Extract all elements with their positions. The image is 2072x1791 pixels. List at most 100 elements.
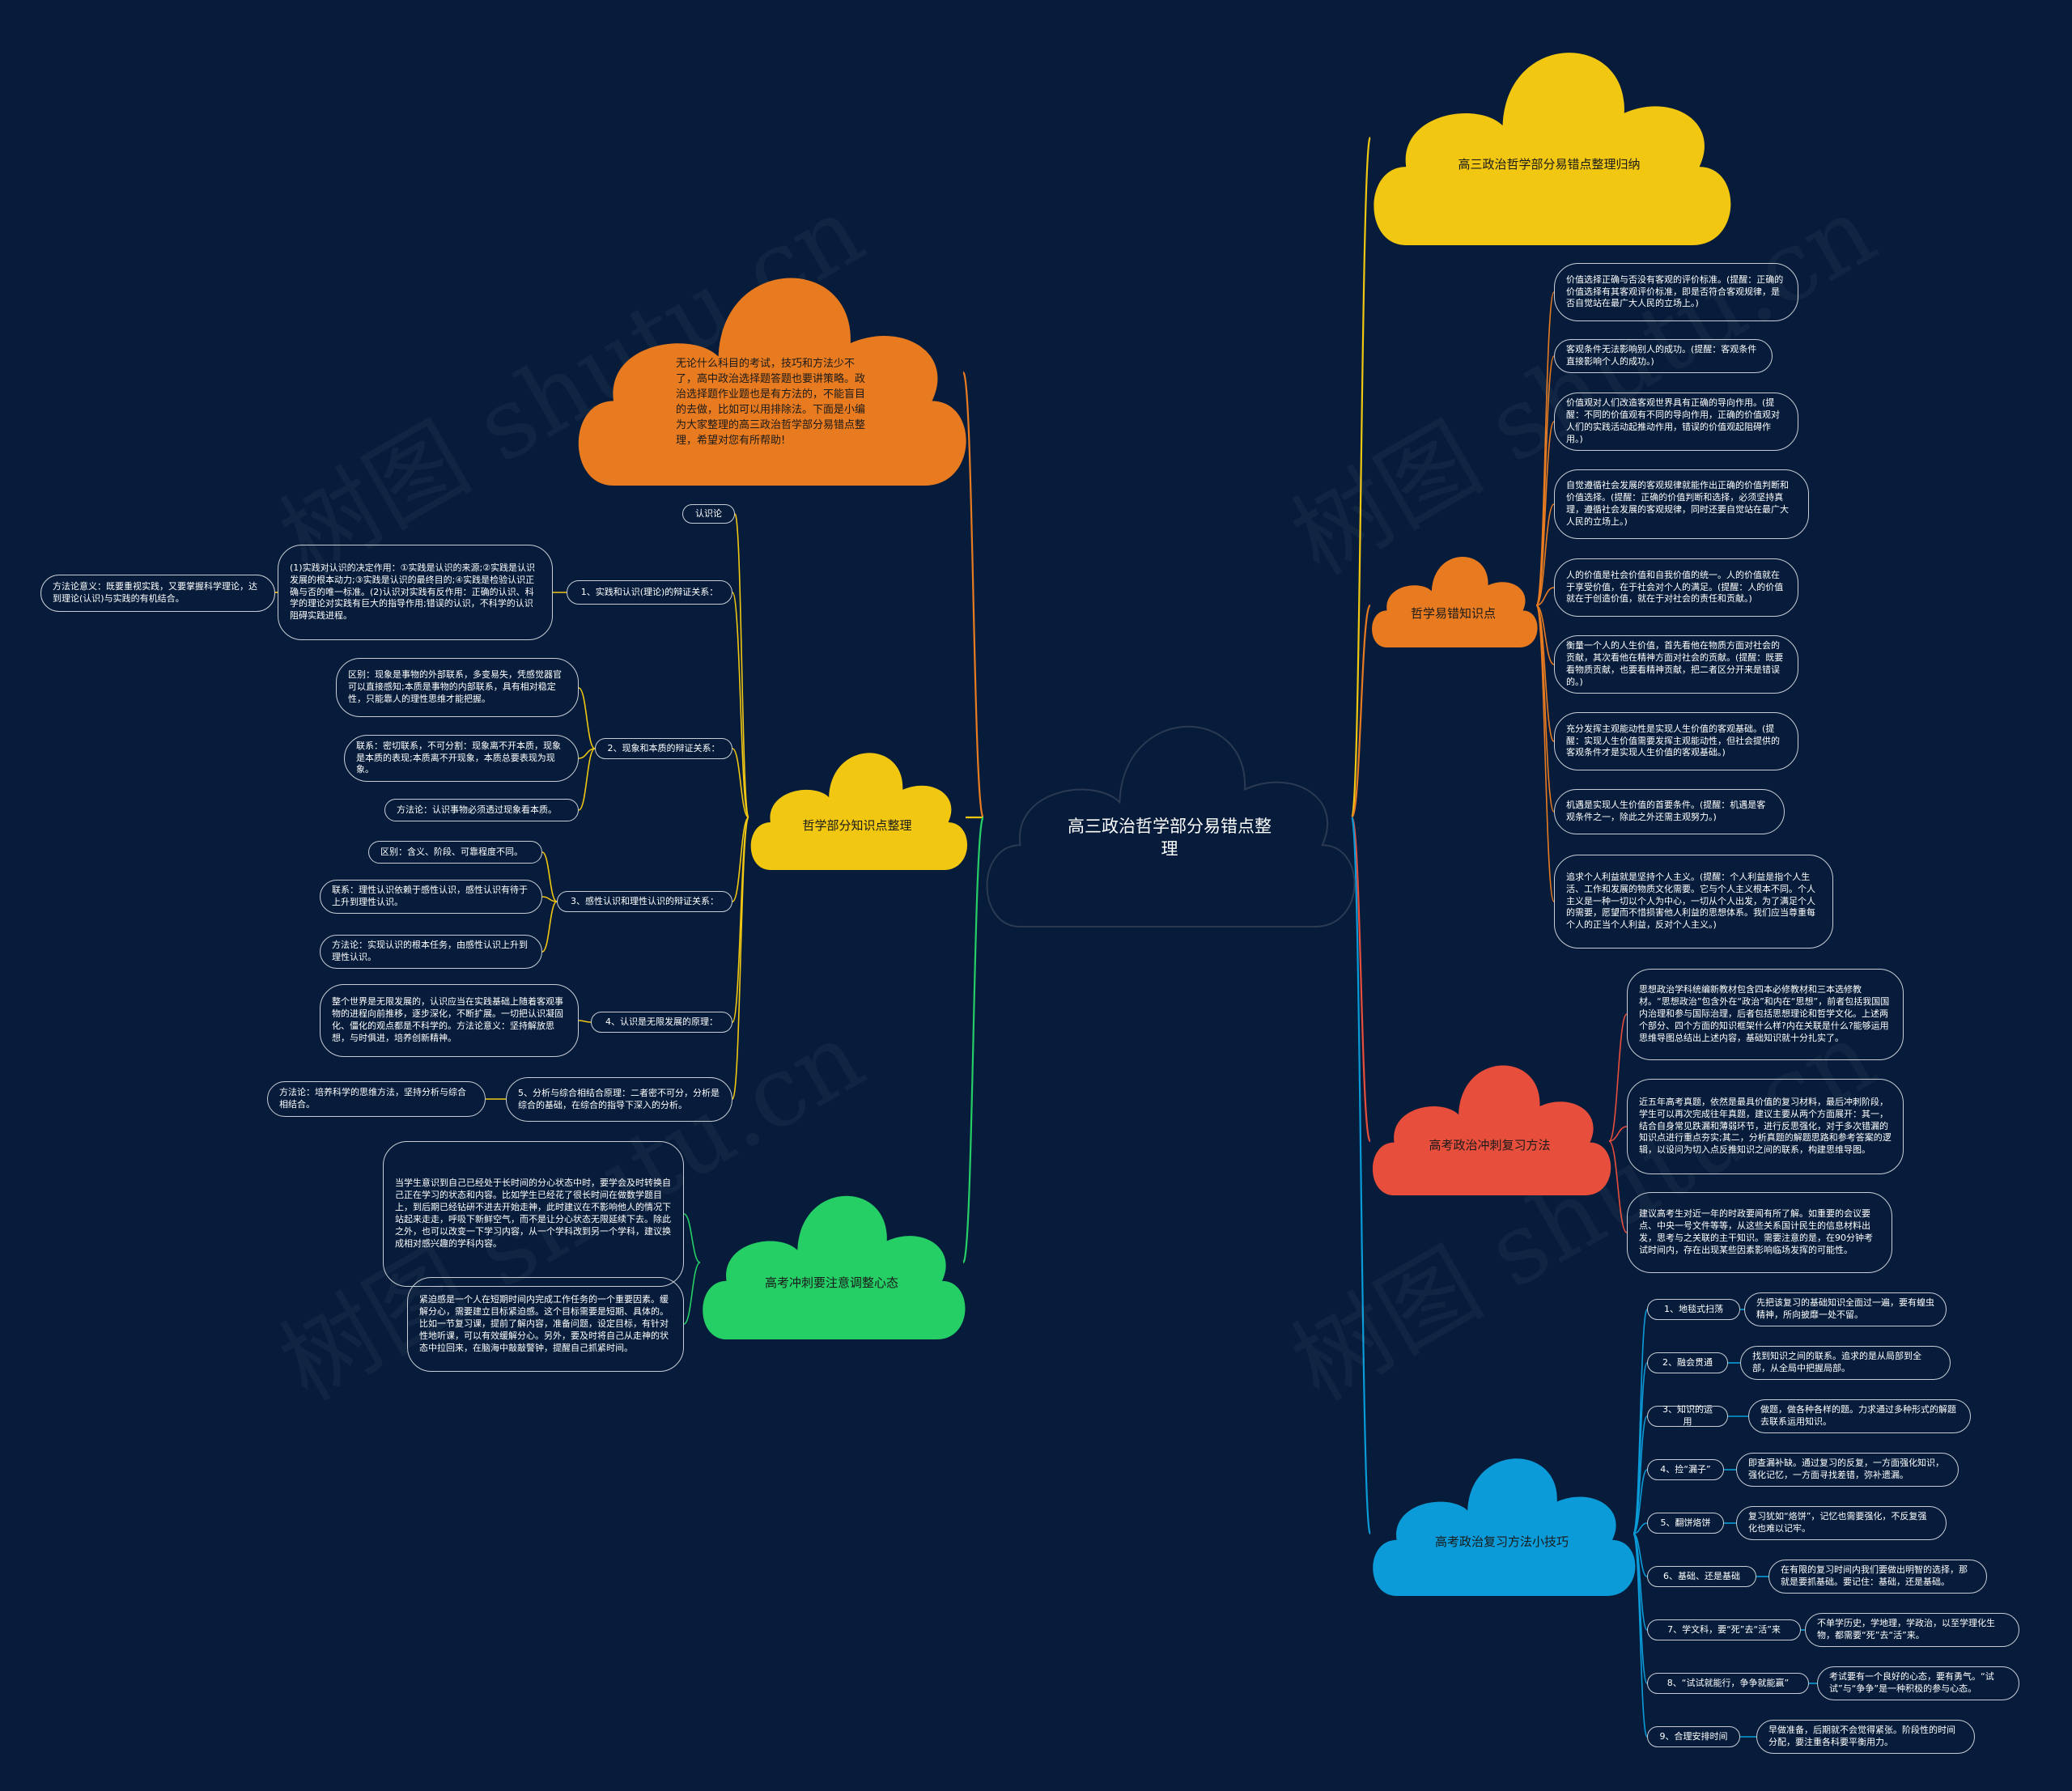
connector bbox=[1350, 816, 1372, 1143]
list-item[interactable]: 1、地毯式扫荡 bbox=[1647, 1299, 1740, 1320]
detail-bubble[interactable]: 机遇是实现人生价值的首要条件。(提醒：机遇是客观条件之一，除此之外还需主观努力。… bbox=[1554, 789, 1785, 834]
detail-bubble[interactable]: 做题，做各种各样的题。力求通过多种形式的解题去联系运用知识。 bbox=[1748, 1399, 1971, 1433]
connector bbox=[962, 816, 985, 1264]
detail-bubble[interactable]: 区别：含义、阶段、可靠程度不同。 bbox=[368, 841, 542, 864]
connector bbox=[1535, 503, 1555, 606]
detail-bubble[interactable]: 价值观对人们改造客观世界具有正确的导向作用。(提醒：不同的价值观有不同的导向作用… bbox=[1554, 393, 1798, 451]
detail-bubble[interactable]: 充分发挥主观能动性是实现人生价值的客观基础。(提醒：实现人生价值需要发挥主观能动… bbox=[1554, 712, 1798, 770]
detail-bubble[interactable]: 近五年高考真题，依然是最具价值的复习材料，最后冲刺阶段，学生可以再次完成往年真题… bbox=[1627, 1079, 1904, 1174]
mindset-title: 高考冲刺要注意调整心态 bbox=[764, 1275, 898, 1290]
detail-bubble[interactable]: (1)实践对认识的决定作用：①实践是认识的来源;②实践是认识发展的根本动力;③实… bbox=[278, 545, 553, 640]
center-title: 高三政治哲学部分易错点整理 bbox=[1068, 816, 1272, 859]
connector bbox=[683, 1213, 701, 1263]
tips-node[interactable]: 高考政治复习方法小技巧 bbox=[1370, 1449, 1636, 1596]
connector bbox=[1535, 605, 1555, 902]
mindset-node[interactable]: 高考冲刺要注意调整心态 bbox=[700, 1186, 966, 1339]
detail-bubble[interactable]: 当学生意识到自己已经处于长时间的分心状态中时，要学会及时转换自己正在学习的状态和… bbox=[383, 1141, 684, 1287]
cloud-shape bbox=[1372, 557, 1538, 647]
method-bubble[interactable]: 方法论：培养科学的思维方法，坚持分析与综合相结合。 bbox=[267, 1081, 486, 1117]
errors-node[interactable]: 哲学易错知识点 bbox=[1370, 550, 1538, 647]
connector bbox=[732, 748, 749, 818]
cloud-shape bbox=[750, 753, 968, 870]
list-item[interactable]: 7、学文科，要“死”去“活”来 bbox=[1647, 1619, 1801, 1640]
list-item[interactable]: 4、认识是无限发展的原理： bbox=[591, 1012, 732, 1033]
center-topic[interactable]: 高三政治哲学部分易错点整理 bbox=[983, 712, 1356, 927]
list-item[interactable]: 3、知识的运用 bbox=[1647, 1404, 1728, 1427]
cloud-shape bbox=[1373, 1458, 1636, 1596]
intro-text: 无论什么科目的考试，技巧和方法少不了，高中政治选择题答题也要讲策略。政治选择题作… bbox=[676, 358, 866, 447]
cloud-shape bbox=[1374, 53, 1731, 245]
list-item[interactable]: 3、感性认识和理性认识的辩证关系： bbox=[557, 891, 732, 912]
connector bbox=[1350, 816, 1372, 1535]
detail-bubble[interactable]: 考试要有一个良好的心态，要有勇气。“试试”与“争争”是一种积极的参与心态。 bbox=[1817, 1666, 2019, 1700]
connector bbox=[541, 901, 558, 953]
connector bbox=[1608, 1140, 1628, 1233]
connector bbox=[1633, 1362, 1648, 1534]
detail-bubble[interactable]: 客观条件无法影响别人的成功。(提醒：客观条件直接影响个人的成功。) bbox=[1554, 339, 1773, 373]
list-item[interactable]: 4、捡“漏子” bbox=[1647, 1459, 1724, 1480]
cloud-shape bbox=[578, 278, 966, 486]
connector bbox=[1633, 1415, 1648, 1534]
connector bbox=[1535, 355, 1555, 606]
detail-bubble[interactable]: 紧迫感是一个人在短期时间内完成工作任务的一个重要因素。缓解分心，需要建立目标紧迫… bbox=[407, 1277, 684, 1372]
connector bbox=[732, 817, 749, 1023]
philosophy-title: 哲学部分知识点整理 bbox=[802, 817, 912, 833]
detail-bubble[interactable]: 早做准备，后期就不会觉得紧张。阶段性的时间分配，要注重各科要平衡用力。 bbox=[1756, 1720, 1975, 1754]
method-bubble[interactable]: 方法论意义：既要重视实践，又要掌握科学理论，达到理论(认识)与实践的有机结合。 bbox=[40, 575, 275, 612]
summary-node[interactable]: 高三政治哲学部分易错点整理归纳 bbox=[1370, 39, 1731, 245]
connector bbox=[1633, 1522, 1648, 1534]
list-item[interactable]: 5、分析与综合相结合原理：二者密不可分，分析是综合的基础，在综合的指导下深入的分… bbox=[506, 1077, 732, 1122]
connector bbox=[1608, 1126, 1628, 1142]
detail-bubble[interactable]: 先把该复习的基础知识全面过一遍，要有蝗虫精神，所向披靡一处不留。 bbox=[1744, 1292, 1947, 1326]
detail-bubble[interactable]: 整个世界是无限发展的，认识应当在实践基础上随着客观事物的进程向前推移，逐步深化，… bbox=[320, 984, 579, 1057]
detail-bubble[interactable]: 在有限的复习时间内我们要做出明智的选择，那就是要抓基础。要记住：基础，还是基础。 bbox=[1768, 1560, 1987, 1594]
detail-bubble[interactable]: 复习犹如“烙饼”，记忆也需要强化，不反复强化也难以记牢。 bbox=[1736, 1506, 1947, 1540]
philosophy-node[interactable]: 哲学部分知识点整理 bbox=[749, 745, 968, 870]
connector bbox=[578, 748, 596, 811]
cloud-shape bbox=[1372, 1065, 1611, 1195]
connector bbox=[1350, 604, 1372, 819]
connector bbox=[1535, 421, 1555, 606]
detail-bubble[interactable]: 方法论：认识事物必须透过现象看本质。 bbox=[384, 799, 579, 821]
summary-title: 高三政治哲学部分易错点整理归纳 bbox=[1458, 156, 1641, 172]
detail-bubble[interactable]: 人的价值是社会价值和自我价值的统一。人的价值就在于享受价值，在于社会对个人的满足… bbox=[1554, 558, 1798, 617]
list-item[interactable]: 2、现象和本质的辩证关系： bbox=[595, 738, 732, 759]
detail-bubble[interactable]: 找到知识之间的联系。追求的是从局部到全部，从全局中把握局部。 bbox=[1740, 1346, 1951, 1380]
connector bbox=[962, 371, 985, 819]
list-item[interactable]: 9、合理安排时间 bbox=[1647, 1726, 1740, 1747]
sprint-title: 高考政治冲刺复习方法 bbox=[1429, 1137, 1551, 1152]
connector bbox=[1608, 1013, 1628, 1142]
list-item[interactable]: 1、实践和认识(理论)的辩证关系： bbox=[567, 580, 732, 605]
connector bbox=[683, 1262, 701, 1325]
topic-label[interactable]: 认识论 bbox=[682, 504, 735, 524]
list-item[interactable]: 6、基础、还是基础 bbox=[1647, 1566, 1756, 1587]
detail-bubble[interactable]: 追求个人利益就是坚持个人主义。(提醒：个人利益是指个人生活、工作和发展的物质文化… bbox=[1554, 855, 1833, 949]
detail-bubble[interactable]: 区别：现象是事物的外部联系，多变易失，凭感觉器官可以直接感知;本质是事物的内部联… bbox=[336, 658, 579, 717]
connector bbox=[732, 817, 749, 902]
detail-bubble[interactable]: 价值选择正确与否没有客观的评价标准。(提醒：正确的价值选择有其客观评价标准，即是… bbox=[1554, 263, 1798, 321]
tips-title: 高考政治复习方法小技巧 bbox=[1434, 1534, 1569, 1549]
connector bbox=[541, 851, 558, 902]
list-item[interactable]: 8、“试试就能行，争争就能赢” bbox=[1647, 1673, 1809, 1694]
detail-bubble[interactable]: 联系：理性认识依赖于感性认识，感性认识有待于上升到理性认识。 bbox=[320, 880, 542, 914]
errors-title: 哲学易错知识点 bbox=[1410, 605, 1496, 621]
detail-bubble[interactable]: 不单学历史，学地理，学政治，以至学理化生物，都需要“死”去“活”来。 bbox=[1805, 1613, 2019, 1647]
cloud-shape bbox=[703, 1195, 966, 1339]
detail-bubble[interactable]: 联系：密切联系，不可分割：现象离不开本质，现象是本质的表现;本质离不开现象，本质… bbox=[344, 735, 579, 782]
connector bbox=[1535, 605, 1555, 665]
connector bbox=[1633, 1469, 1648, 1534]
detail-bubble[interactable]: 衡量一个人的人生价值，首先看他在物质方面对社会的贡献，其次看他在精神方面对社会的… bbox=[1554, 635, 1798, 694]
connector bbox=[732, 592, 749, 818]
detail-bubble[interactable]: 方法论：实现认识的根本任务，由感性认识上升到理性认识。 bbox=[320, 935, 542, 969]
detail-bubble[interactable]: 思想政治学科统编新教材包含四本必修教材和三本选修教材。“思想政治”包含外在“政治… bbox=[1627, 969, 1904, 1060]
connector bbox=[732, 817, 749, 1100]
list-item[interactable]: 5、翻饼烙饼 bbox=[1647, 1513, 1724, 1534]
detail-bubble[interactable]: 建议高考生对近一年的时政要闻有所了解。如重要的会议要点、中央一号文件等等，从这些… bbox=[1627, 1192, 1892, 1273]
cloud-shape bbox=[986, 725, 1356, 927]
connector bbox=[1633, 1533, 1648, 1738]
sprint-node[interactable]: 高考政治冲刺复习方法 bbox=[1370, 1056, 1611, 1195]
intro-node[interactable]: 无论什么科目的考试，技巧和方法少不了，高中政治选择题答题也要讲策略。政治选择题作… bbox=[575, 263, 966, 486]
list-item[interactable]: 2、融会贯通 bbox=[1647, 1352, 1728, 1373]
detail-bubble[interactable]: 自觉遵循社会发展的客观规律就能作出正确的价值判断和价值选择。(提醒：正确的价值判… bbox=[1554, 469, 1809, 539]
detail-bubble[interactable]: 即查漏补缺。通过复习的反复，一方面强化知识，强化记忆，一方面寻找差错，弥补遗漏。 bbox=[1736, 1453, 1959, 1487]
